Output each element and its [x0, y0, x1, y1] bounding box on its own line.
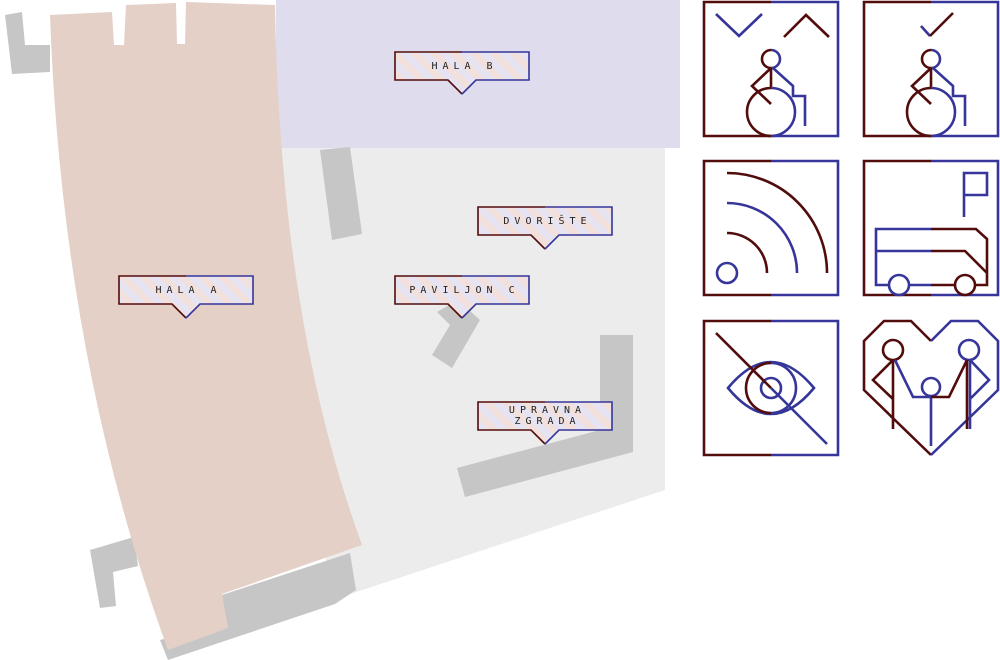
building-bottom-left [90, 537, 138, 608]
callout-box [478, 402, 612, 444]
callout-box [119, 276, 253, 318]
label-shapes [118, 51, 613, 445]
label-text: HALA B [431, 60, 498, 72]
callout-box [395, 52, 529, 94]
callout-border-left [477, 401, 546, 445]
label-upravna-zgrada[interactable]: UPRAVNA ZGRADA [478, 402, 612, 430]
callout-border-right [544, 206, 613, 250]
building-upravna-zgrada [457, 335, 633, 497]
label-text: UPRAVNA ZGRADA [508, 405, 587, 427]
elevator-wheelchair-icon [702, 0, 840, 138]
label-text: HALA A [155, 284, 222, 296]
family-friendly-icon [862, 319, 1000, 456]
label-text: PAVILJON C [409, 284, 520, 296]
building-paviljon-c [432, 300, 480, 368]
building-top-left [5, 12, 50, 74]
callout-border-right [461, 275, 530, 319]
callout-box [478, 207, 612, 249]
callout-border-left [394, 275, 463, 319]
hearing-loop-icon [702, 159, 840, 297]
callout-border-left [394, 51, 463, 95]
bus-parking-icon [862, 159, 1000, 297]
wheelchair-accessible-icon [862, 0, 1000, 138]
callout-border-right [544, 401, 613, 445]
label-paviljon-c[interactable]: PAVILJON C [395, 276, 529, 304]
callout-border-right [461, 51, 530, 95]
callout-border-left [477, 206, 546, 250]
label-hala-b[interactable]: HALA B [395, 52, 529, 80]
label-hala-a[interactable]: HALA A [119, 276, 253, 304]
callout-border-right [185, 275, 254, 319]
courtyard-area[interactable] [276, 148, 665, 600]
label-text: DVORIŠTE [503, 215, 592, 227]
callout-border-left [118, 275, 187, 319]
label-dvoriste[interactable]: DVORIŠTE [478, 207, 612, 235]
hala-a-area[interactable] [50, 2, 362, 650]
visually-impaired-icon [702, 319, 840, 457]
callout-box [395, 276, 529, 318]
building-wall [320, 147, 362, 240]
